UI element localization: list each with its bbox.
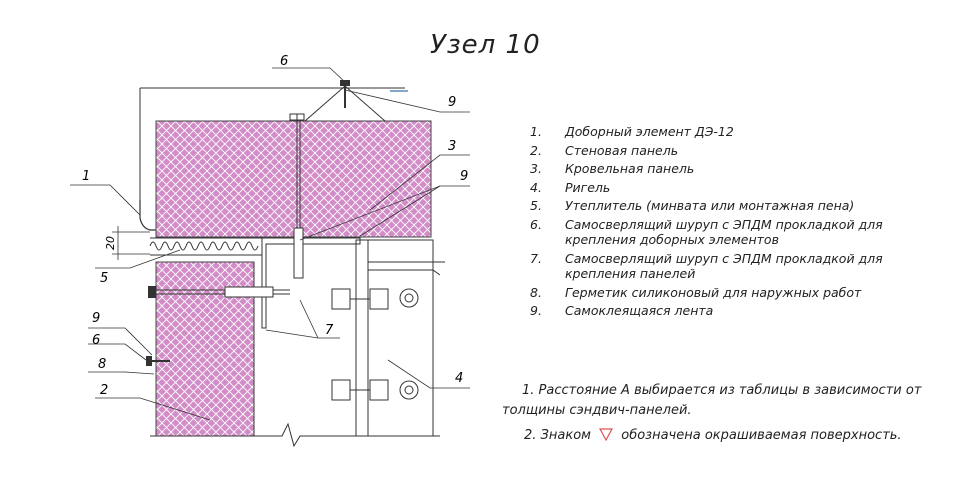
page-title: Узел 10 [430,30,541,60]
legend-item: 7.Самосверлящий шуруп с ЭПДМ прокладкой … [530,250,883,282]
callout-2: 2 [100,383,108,398]
bolt-lower [331,379,419,401]
paint-mark-icon [599,428,614,441]
roof-panel [155,120,432,238]
legend-list: 1.Доборный элемент ДЭ-12 2.Стеновая пане… [520,124,940,322]
note-2: 2. Знаком обозначена окрашиваемая поверх… [524,428,902,443]
bolt-upper [331,288,419,310]
roof-screw [289,113,305,279]
callout-5: 5 [100,271,108,286]
legend-item: 2.Стеновая панель [530,142,679,158]
legend-item: 3.Кровельная панель [530,161,695,176]
legend-item: 1.Доборный элемент ДЭ-12 [530,124,734,139]
callout-4: 4 [455,371,463,386]
legend-item: 5.Утеплитель (минвата или монтажная пена… [530,198,855,213]
callout-7: 7 [325,323,334,338]
wall-screw [148,286,290,298]
callout-8: 8 [98,357,106,372]
flashing-screw-top [340,80,350,108]
dimension-20 [112,226,150,260]
dimension-label: 20 [104,236,117,250]
callout-9-left: 9 [92,311,100,326]
break-line [150,422,440,448]
legend-item: 8.Герметик силиконовый для наружных рабо… [530,284,862,300]
flashing-screw-side [146,356,170,366]
legend-item: 9.Самоклеящаяся лента [530,303,714,318]
legend-item: 4.Ригель [530,179,611,195]
leader-lines [70,67,470,421]
callout-6-top: 6 [280,54,288,69]
callout-9-top: 9 [448,95,456,110]
notes: 1. Расстояние А выбирается из таблицы в … [502,381,942,446]
angle-bracket [261,237,361,329]
legend-item: 6.Самосверлящий шуруп с ЭПДМ прокладкой … [530,216,883,248]
callout-9-mid: 9 [460,169,468,184]
note-1: 1. Расстояние А выбирается из таблицы в … [502,383,922,418]
callout-3: 3 [448,139,456,154]
callout-1: 1 [82,169,90,184]
corner-flashing [139,200,156,231]
callout-6-left: 6 [92,333,100,348]
girder [355,239,445,437]
insulation-fill [149,241,259,251]
